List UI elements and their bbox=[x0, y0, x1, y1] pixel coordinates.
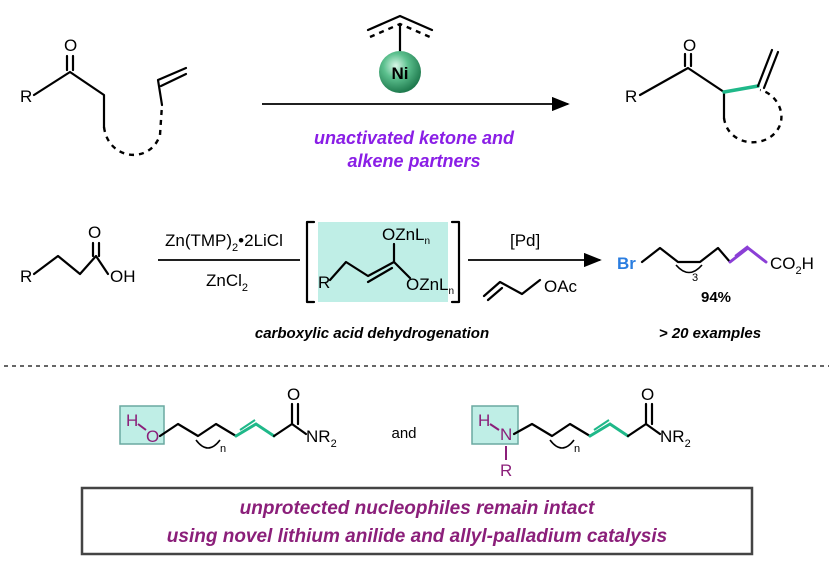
amide-o-left: O bbox=[287, 385, 300, 404]
amine-alkene-highlight bbox=[588, 422, 630, 438]
chain-repeat-sub: 3 bbox=[692, 272, 698, 284]
enolate-r-label: R bbox=[318, 273, 330, 292]
enolate-oxygen-bonds bbox=[392, 242, 412, 280]
amine-n-label: N bbox=[500, 425, 512, 444]
amide-left-label: NR2 bbox=[306, 427, 337, 450]
alcohol-repeat-bracket bbox=[195, 439, 221, 449]
amide-bonds-left bbox=[272, 402, 308, 438]
tether-dashed-chain bbox=[102, 104, 164, 157]
enolate-top-label: OZnLn bbox=[382, 225, 430, 247]
scheme1-caption-line1: unactivated ketone and bbox=[314, 128, 515, 148]
product-chain-bonds-2 bbox=[640, 246, 732, 264]
reactant-r-label: R bbox=[20, 87, 32, 106]
terminal-alkene bbox=[156, 66, 188, 107]
amide-right-label: NR2 bbox=[660, 427, 691, 450]
acid-o-label: O bbox=[88, 223, 101, 242]
amine-n-sub: n bbox=[574, 443, 580, 455]
enolate-brackets bbox=[305, 220, 461, 304]
and-label: and bbox=[391, 425, 416, 442]
amine-repeat-bracket bbox=[549, 439, 575, 449]
conclusion-line1: unprotected nucleophiles remain intact bbox=[240, 498, 595, 519]
alkene-second-line bbox=[734, 245, 749, 257]
scheme1-reactant: R O bbox=[20, 36, 188, 157]
scheme1-caption-line2: alkene partners bbox=[347, 151, 480, 171]
ni-catalyst: Ni bbox=[366, 14, 434, 93]
nh-highlight-box bbox=[471, 405, 519, 445]
ketone-chain-bonds bbox=[32, 70, 106, 129]
nh-bond bbox=[489, 423, 500, 431]
oh-highlight-box bbox=[119, 405, 165, 445]
amine-alkene-second bbox=[593, 419, 610, 431]
alcohol-chain-bonds bbox=[158, 422, 238, 438]
alcohol-h-label: H bbox=[126, 411, 138, 430]
ni-ball-icon bbox=[379, 51, 421, 93]
amide-o-right: O bbox=[641, 385, 654, 404]
reactant-o-label: O bbox=[64, 36, 77, 55]
carbonyl-double-bond bbox=[65, 54, 75, 72]
product-r-label: R bbox=[625, 87, 637, 106]
allyl-ligand bbox=[366, 14, 434, 32]
enolate-box bbox=[318, 222, 448, 302]
conclusion-box bbox=[80, 486, 754, 556]
examples-caption: > 20 examples bbox=[659, 325, 761, 342]
product-o-label: O bbox=[683, 36, 696, 55]
br-label: Br bbox=[617, 254, 636, 273]
alcohol-o-label: O bbox=[146, 427, 159, 446]
new-alkene-highlight bbox=[728, 246, 768, 264]
product-chain-bonds bbox=[638, 66, 726, 120]
alcohol-alkene-highlight bbox=[234, 422, 276, 438]
chain-repeat-bracket bbox=[675, 264, 703, 274]
pd-label: [Pd] bbox=[510, 231, 540, 250]
scheme2-acid: R O OH bbox=[20, 223, 136, 286]
amine-r-label: R bbox=[500, 461, 512, 480]
oac-label: OAc bbox=[544, 277, 578, 296]
acid-oh-label: OH bbox=[110, 267, 136, 286]
scheme3-alcohol: H O n O NR2 bbox=[119, 385, 337, 455]
enolate-bonds bbox=[328, 260, 396, 284]
alcohol-alkene-second bbox=[239, 419, 256, 431]
enolate-bottom-label: OZnLn bbox=[406, 275, 454, 297]
yield-label: 94% bbox=[701, 289, 731, 306]
scheme3-amine: H N R n O NR2 bbox=[471, 385, 691, 480]
conclusion-line2: using novel lithium anilide and allyl-pa… bbox=[167, 526, 667, 547]
ni-label: Ni bbox=[392, 64, 409, 83]
product-exo-alkene bbox=[756, 48, 780, 90]
amine-chain-bonds bbox=[512, 422, 592, 438]
acid-carbonyl bbox=[91, 241, 101, 258]
acid-r-label: R bbox=[20, 267, 32, 286]
scheme2-caption: carboxylic acid dehydrogenation bbox=[255, 325, 489, 342]
alcohol-n-sub: n bbox=[220, 443, 226, 455]
reagent-bottom: ZnCl2 bbox=[206, 271, 248, 294]
oh-bond bbox=[137, 423, 147, 431]
new-cc-bond-highlight bbox=[722, 84, 760, 94]
product-acid-label: CO2H bbox=[770, 254, 814, 277]
acid-chain-bonds bbox=[32, 254, 110, 276]
amide-bonds-right bbox=[626, 402, 662, 438]
scheme1-product: R O bbox=[625, 36, 783, 144]
allyl-acetate-bonds bbox=[482, 278, 542, 302]
product-carbonyl bbox=[683, 52, 693, 68]
reagent-top: Zn(TMP)2•2LiCl bbox=[165, 231, 283, 254]
product-ring-dashed bbox=[722, 88, 783, 144]
amine-h-label: H bbox=[478, 411, 490, 430]
